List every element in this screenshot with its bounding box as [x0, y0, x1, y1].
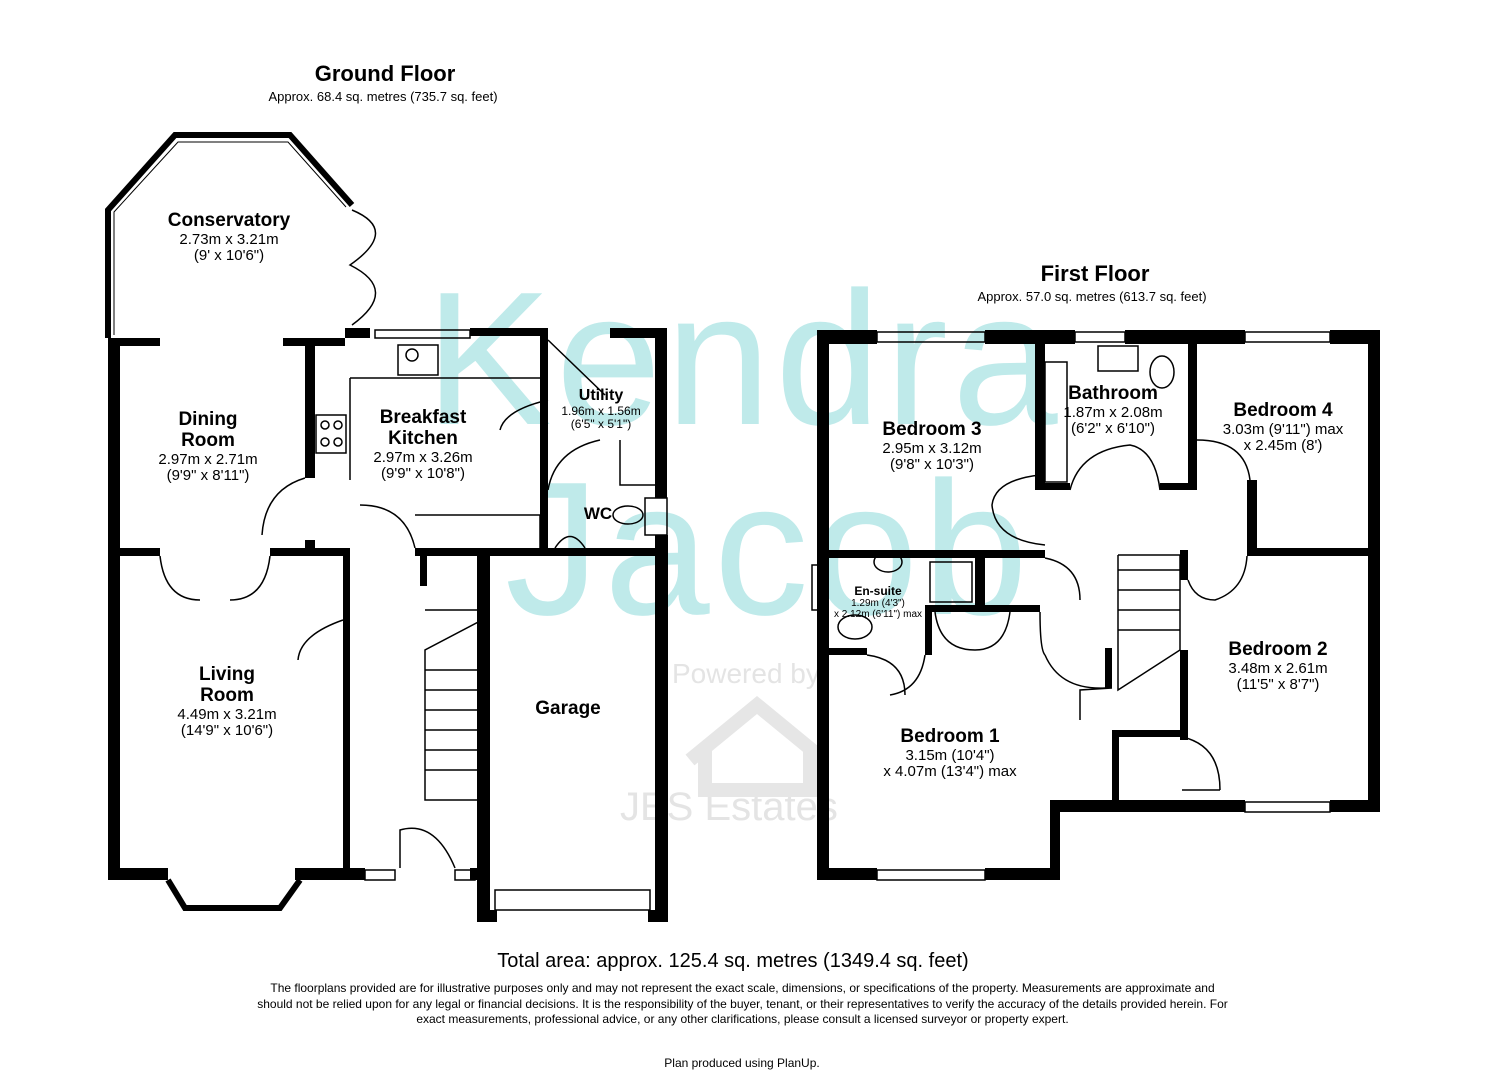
room-dims: 1.96m x 1.56m	[561, 403, 641, 418]
first-floor-walls	[817, 330, 1380, 880]
room-dims: 4.49m x 3.21m	[177, 705, 277, 723]
room-dims-imperial: (6'5" x 5'1")	[570, 416, 632, 431]
room-dims: 2.73m x 3.21m	[179, 230, 279, 248]
room-dims: 2.97m x 2.71m	[158, 450, 258, 468]
room-bedroom-2: Bedroom 2 3.48m x 2.61m (11'5" x 8'7")	[1228, 639, 1328, 694]
disclaimer: The floorplans provided are for illustra…	[257, 981, 1228, 1027]
room-dims: 2.97m x 3.26m	[373, 448, 473, 466]
room-dims: 1.29m (4'3")	[851, 598, 905, 610]
room-name: Breakfast Kitchen	[379, 407, 467, 449]
watermark-kendra: Kendra	[425, 253, 1062, 465]
ground-floor-title: Ground Floor	[314, 61, 456, 86]
room-dims-imperial: x 4.07m (13'4") max	[883, 763, 1017, 781]
room-name: Living Room	[199, 664, 255, 706]
room-bathroom: Bathroom 1.87m x 2.08m (6'2" x 6'10")	[1063, 383, 1163, 438]
watermark-powered-by: Powered by	[672, 658, 820, 689]
ground-floor-area: Approx. 68.4 sq. metres (735.7 sq. feet)	[268, 89, 498, 104]
room-name: Bedroom 4	[1233, 400, 1333, 421]
room-dims-imperial: (9' x 10'6")	[193, 247, 265, 265]
room-dims: 1.87m x 2.08m	[1063, 403, 1163, 421]
room-dims-imperial: (9'9" x 10'8")	[381, 465, 465, 483]
first-floor-title: First Floor	[1040, 261, 1150, 286]
ground-floor-walls	[108, 328, 668, 922]
first-floor-area: Approx. 57.0 sq. metres (613.7 sq. feet)	[977, 289, 1207, 304]
room-garage: Garage	[535, 698, 601, 719]
room-en-suite: En-suite 1.29m (4'3") x 2.12m (6'11") ma…	[833, 584, 923, 621]
room-name: Bedroom 2	[1228, 639, 1328, 660]
room-dims: 3.03m (9'11") max	[1222, 420, 1344, 438]
room-dims-imperial: x 2.12m (6'11") max	[833, 609, 923, 621]
ground-floor-details	[105, 132, 668, 911]
room-name: Conservatory	[167, 210, 291, 231]
room-dims-imperial: (9'8" x 10'3")	[890, 456, 974, 474]
plan-produced-by: Plan produced using PlanUp.	[664, 1056, 820, 1070]
room-name: Utility	[578, 387, 624, 404]
room-dims-imperial: (11'5" x 8'7")	[1236, 676, 1320, 694]
room-wc: WC	[583, 504, 613, 523]
room-name: Bathroom	[1068, 383, 1158, 404]
room-dims-imperial: (6'2" x 6'10")	[1071, 420, 1155, 438]
watermark-house-icon	[685, 695, 829, 797]
room-dims: 3.48m x 2.61m	[1228, 659, 1328, 677]
room-dims-imperial: (14'9" x 10'6")	[180, 722, 274, 740]
room-dims: 3.15m (10'4")	[905, 746, 995, 764]
room-bedroom-3: Bedroom 3 2.95m x 3.12m (9'8" x 10'3")	[882, 419, 982, 474]
room-dims-imperial: x 2.45m (8')	[1243, 437, 1323, 455]
room-breakfast-kitchen: Breakfast Kitchen 2.97m x 3.26m (9'9" x …	[353, 407, 493, 483]
room-name: Bedroom 3	[882, 419, 982, 440]
room-living-room: Living Room 4.49m x 3.21m (14'9" x 10'6"…	[157, 664, 297, 740]
room-utility: Utility 1.96m x 1.56m (6'5" x 5'1")	[561, 387, 640, 431]
room-name: En-suite	[854, 584, 902, 598]
room-conservatory: Conservatory 2.73m x 3.21m (9' x 10'6")	[167, 210, 291, 265]
total-area: Total area: approx. 125.4 sq. metres (13…	[497, 950, 969, 972]
room-bedroom-4: Bedroom 4 3.03m (9'11") max x 2.45m (8')	[1222, 400, 1344, 455]
room-name: Dining Room	[178, 409, 238, 451]
first-floor-details	[811, 331, 1331, 881]
room-bedroom-1: Bedroom 1 3.15m (10'4") x 4.07m (13'4") …	[883, 726, 1017, 781]
room-dims: 2.95m x 3.12m	[882, 439, 982, 457]
room-name: Bedroom 1	[900, 726, 1000, 747]
room-dining-room: Dining Room 2.97m x 2.71m (9'9" x 8'11")	[143, 409, 273, 485]
room-dims-imperial: (9'9" x 8'11")	[166, 467, 250, 485]
